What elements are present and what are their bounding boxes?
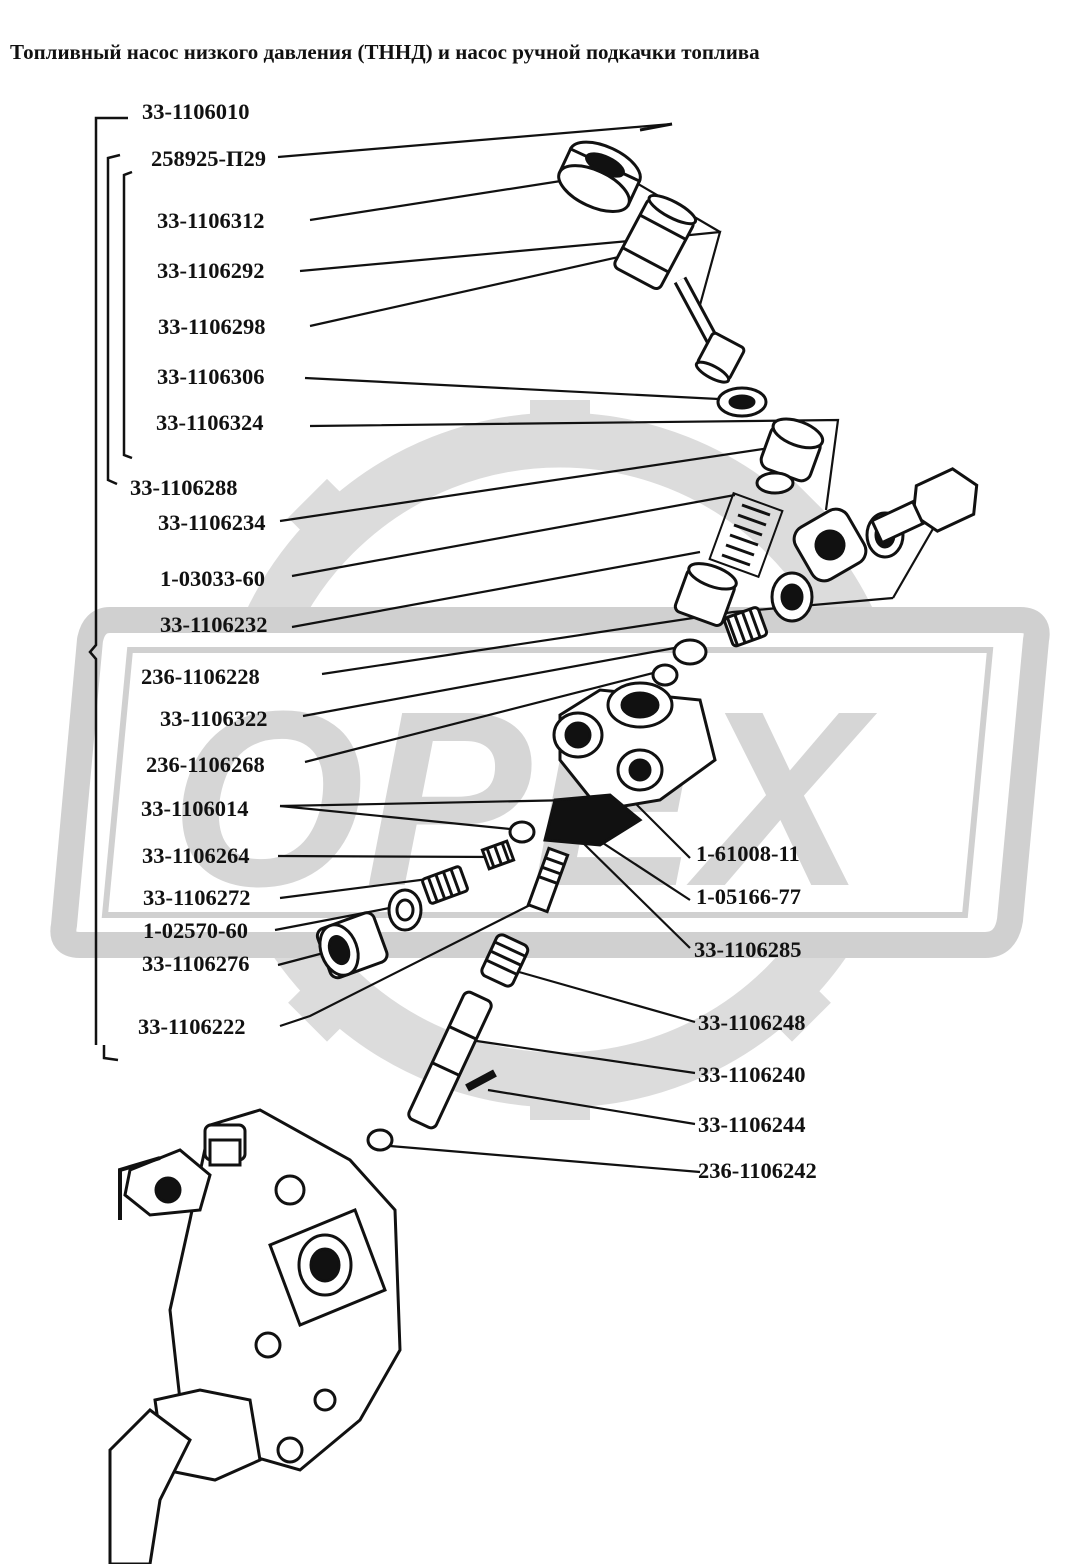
rod-end xyxy=(694,331,746,384)
small-washer xyxy=(508,820,536,844)
spring-small xyxy=(421,865,469,905)
small-ring xyxy=(651,663,679,687)
pin xyxy=(465,1069,497,1092)
small-nut xyxy=(366,1128,394,1152)
label-33-1106285: 33-1106285 xyxy=(694,937,802,962)
label-33-1106292: 33-1106292 xyxy=(157,258,265,283)
pump-housing xyxy=(552,681,717,812)
label-236-1106228: 236-1106228 xyxy=(141,664,260,689)
nipple-fitting xyxy=(526,846,570,914)
label-33-1106010: 33-1106010 xyxy=(142,99,250,124)
label-33-1106306: 33-1106306 xyxy=(157,364,265,389)
label-1-61008-11: 1-61008-11 xyxy=(696,841,800,866)
label-236-1106242: 236-1106242 xyxy=(698,1158,817,1183)
label-33-1106234: 33-1106234 xyxy=(158,510,266,535)
watermark: OPEX xyxy=(50,400,1050,1120)
label-1-05166-77: 1-05166-77 xyxy=(696,884,801,909)
label-236-1106268: 236-1106268 xyxy=(146,752,265,777)
main-pump-body xyxy=(108,1108,402,1564)
label-33-1106244: 33-1106244 xyxy=(698,1112,806,1137)
label-33-1106324: 33-1106324 xyxy=(156,410,264,435)
label-33-1106014: 33-1106014 xyxy=(141,796,249,821)
plug-nut xyxy=(315,911,389,980)
banjo-fitting xyxy=(792,507,868,583)
label-33-1106240: 33-1106240 xyxy=(698,1062,806,1087)
handle-knob xyxy=(557,140,642,213)
valve xyxy=(672,638,708,666)
label-1-02570-60: 1-02570-60 xyxy=(143,918,248,943)
piston xyxy=(673,562,738,627)
valve-spring xyxy=(723,606,769,648)
label-33-1106288: 33-1106288 xyxy=(130,475,238,500)
pump-cap xyxy=(759,417,825,483)
pump-cylinder xyxy=(613,193,698,291)
plunger xyxy=(407,990,493,1130)
label-33-1106264: 33-1106264 xyxy=(142,843,250,868)
spring-lower xyxy=(480,933,530,988)
label-258925-p29: 258925-П29 xyxy=(151,146,266,171)
label-33-1106272: 33-1106272 xyxy=(143,885,251,910)
gasket xyxy=(543,793,643,847)
small-valve xyxy=(480,839,516,871)
label-33-1106222: 33-1106222 xyxy=(138,1014,246,1039)
page-title: Топливный насос низкого давления (ТННД) … xyxy=(10,40,760,64)
label-33-1106298: 33-1106298 xyxy=(158,314,266,339)
label-33-1106312: 33-1106312 xyxy=(157,208,265,233)
label-1-03033-60: 1-03033-60 xyxy=(160,566,265,591)
label-33-1106322: 33-1106322 xyxy=(160,706,268,731)
bolt xyxy=(869,467,979,545)
spring xyxy=(708,491,784,579)
grouping-brackets xyxy=(88,116,133,1062)
label-33-1106232: 33-1106232 xyxy=(160,612,268,637)
label-33-1106276: 33-1106276 xyxy=(142,951,250,976)
label-33-1106248: 33-1106248 xyxy=(698,1010,806,1035)
pump-parts xyxy=(108,122,979,1564)
